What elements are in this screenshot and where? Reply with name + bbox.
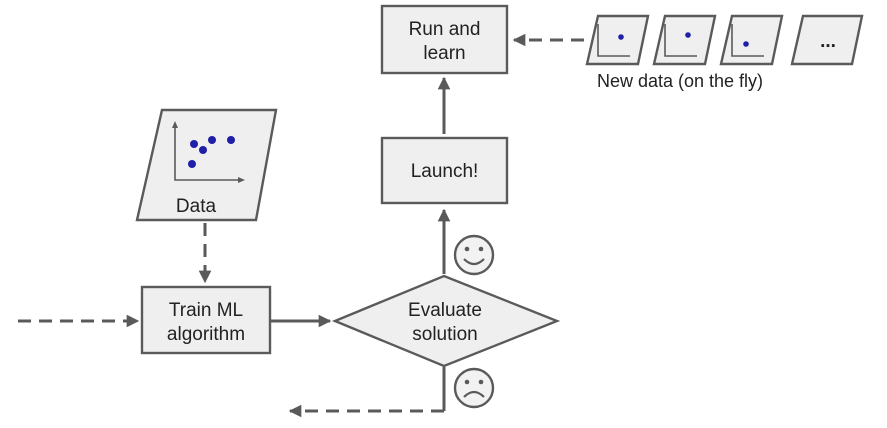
data-parallelogram: Data: [135, 108, 278, 222]
run-and-learn-box: Run and learn: [380, 4, 509, 75]
card-data-point: [618, 34, 624, 40]
data-point: [199, 146, 207, 154]
card-axes: [731, 24, 764, 57]
data-label: Data: [176, 196, 217, 217]
launch-label: Launch!: [411, 161, 479, 182]
card-axes: [664, 24, 697, 57]
card-axes: [597, 24, 630, 57]
run-and-learn-line1: Run and: [409, 19, 481, 40]
new-data-card: [652, 14, 717, 66]
data-axis-x-tip: [238, 177, 245, 183]
evaluate-line2: solution: [412, 324, 478, 345]
new-data-card-more: ...: [790, 14, 864, 66]
more-cards-ellipsis: ...: [820, 31, 836, 52]
train-ml-box: Train ML algorithm: [140, 285, 272, 355]
evaluate-solution-diamond: Evaluate solution: [331, 274, 561, 368]
data-axis-y-tip: [172, 121, 178, 128]
launch-box: Launch!: [380, 136, 509, 205]
data-point: [208, 136, 216, 144]
data-axes: [174, 124, 242, 181]
train-ml-line2: algorithm: [167, 324, 245, 345]
train-ml-line1: Train ML: [169, 300, 243, 321]
data-point: [190, 140, 198, 148]
frowning-face-icon: [453, 367, 495, 409]
smiley-face-icon: [453, 234, 495, 276]
new-data-card: [719, 14, 784, 66]
new-data-caption: New data (on the fly): [597, 71, 763, 91]
data-point: [227, 136, 235, 144]
evaluate-line1: Evaluate: [408, 300, 482, 321]
new-data-card: [585, 14, 650, 66]
data-point: [188, 160, 196, 168]
run-and-learn-line2: learn: [423, 43, 465, 64]
card-data-point: [743, 41, 749, 47]
card-data-point: [685, 32, 691, 38]
